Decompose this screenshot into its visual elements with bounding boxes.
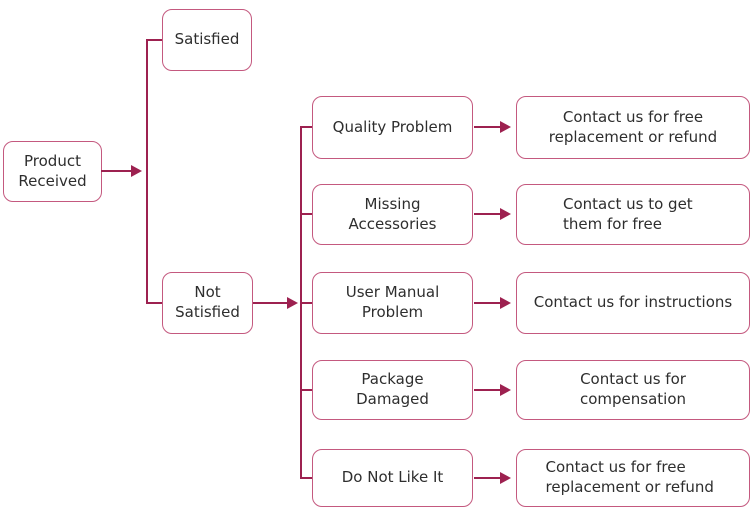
not-satisfied-arrow-line — [253, 302, 287, 304]
not-satisfied-arrow-head — [287, 297, 298, 309]
satisfied-stub-line — [146, 39, 162, 41]
node-quality-problem: Quality Problem — [312, 96, 473, 159]
quality-arrow-line — [474, 126, 500, 128]
node-do-not-like-it-action: Contact us for free replacement or refun… — [516, 449, 750, 507]
not-satisfied-label: Not Satisfied — [175, 283, 240, 321]
node-package-damaged: Package Damaged — [312, 360, 473, 420]
do-not-like-arrow-head — [500, 472, 511, 484]
do-not-like-stub-line — [300, 477, 312, 479]
do-not-like-it-label: Do Not Like It — [341, 468, 444, 487]
missing-arrow-head — [500, 208, 511, 220]
product-branch-arrow-head — [131, 165, 142, 177]
node-user-manual-action: Contact us for instructions — [516, 272, 750, 334]
package-damaged-action-label: Contact us for compensation — [579, 370, 687, 408]
missing-accessories-label: Missing Accessories — [348, 194, 437, 233]
missing-stub-line — [300, 213, 312, 215]
user-manual-arrow-head — [500, 297, 511, 309]
node-do-not-like-it: Do Not Like It — [312, 449, 473, 507]
package-arrow-line — [474, 389, 500, 391]
node-quality-action: Contact us for free replacement or refun… — [516, 96, 750, 159]
do-not-like-it-action-label: Contact us for free replacement or refun… — [545, 458, 714, 496]
quality-arrow-head — [500, 121, 511, 133]
user-manual-stub-line — [300, 302, 312, 304]
product-received-label: Product Received — [18, 151, 87, 190]
product-branch-arrow-line — [101, 170, 131, 172]
user-manual-arrow-line — [474, 302, 500, 304]
quality-problem-label: Quality Problem — [332, 117, 453, 136]
do-not-like-arrow-line — [474, 477, 500, 479]
node-product-received: Product Received — [3, 141, 102, 202]
missing-accessories-action-label: Contact us to get them for free — [563, 194, 693, 233]
quality-action-label: Contact us for free replacement or refun… — [548, 107, 718, 146]
node-package-damaged-action: Contact us for compensation — [516, 360, 750, 420]
satisfaction-branch-vline — [146, 39, 148, 304]
node-satisfied: Satisfied — [162, 9, 252, 71]
not-satisfied-stub-line — [146, 302, 162, 304]
quality-stub-line — [300, 126, 312, 128]
user-manual-problem-label: User Manual Problem — [345, 283, 440, 321]
user-manual-action-label: Contact us for instructions — [533, 293, 733, 312]
package-arrow-head — [500, 384, 511, 396]
package-damaged-label: Package Damaged — [356, 370, 429, 408]
satisfied-label: Satisfied — [174, 30, 240, 49]
node-missing-accessories: Missing Accessories — [312, 184, 473, 245]
missing-arrow-line — [474, 213, 500, 215]
package-stub-line — [300, 389, 312, 391]
node-missing-accessories-action: Contact us to get them for free — [516, 184, 750, 245]
node-user-manual-problem: User Manual Problem — [312, 272, 473, 334]
node-not-satisfied: Not Satisfied — [162, 272, 253, 334]
